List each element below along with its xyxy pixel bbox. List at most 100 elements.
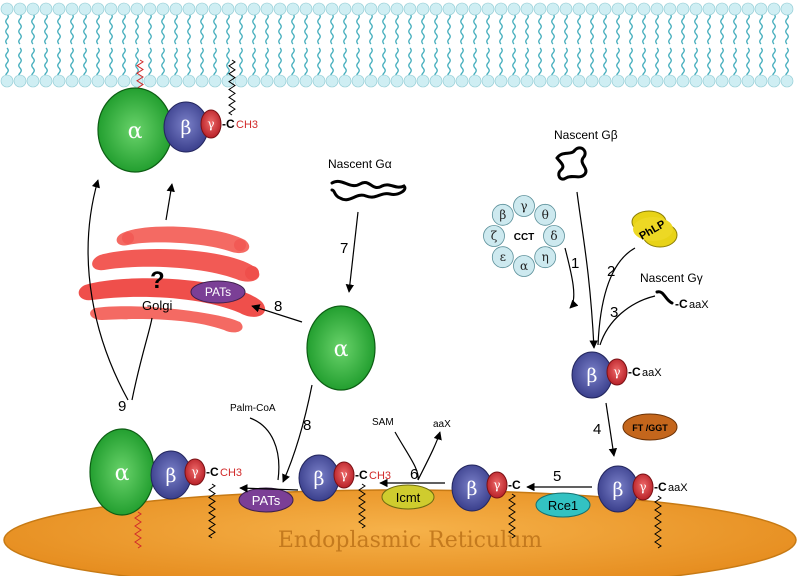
methylated-c: -C <box>355 468 368 482</box>
aax-released-label: aaX <box>433 419 451 430</box>
arrow-golgi-to-membrane <box>165 183 175 221</box>
arrow-step-9-left <box>87 179 129 401</box>
er-cch3-c: -C <box>206 465 219 479</box>
arrows <box>87 179 656 493</box>
nascent-ggamma-c: -C <box>675 297 688 311</box>
methylated-ggamma <box>333 461 355 489</box>
cct-subunit-label: β <box>499 208 506 222</box>
rce1-label: Rce1 <box>548 498 578 513</box>
cct-subunit-label: α <box>520 259 528 273</box>
prenylated-ggamma <box>632 473 654 501</box>
step-number-6: 6 <box>410 466 418 483</box>
cct-subunit-circle <box>534 203 557 226</box>
er-pats-label: PATs <box>252 493 281 508</box>
golgi-question-mark: ? <box>150 267 165 294</box>
methylated-ggamma-symbol: γ <box>340 468 347 482</box>
rce1-enzyme <box>535 492 591 518</box>
free-galpha-subunit <box>306 305 376 391</box>
cct-label: CCT <box>514 232 535 243</box>
ft-ggt-label: FT /GGT <box>632 423 668 433</box>
step-number-3: 3 <box>610 304 618 321</box>
golgi <box>78 226 266 333</box>
cytosolic-ggamma-symbol: γ <box>613 365 620 379</box>
er-pats-enzyme <box>238 487 294 513</box>
arrow-step-2 <box>597 247 636 346</box>
icmt-label: Icmt <box>396 490 421 505</box>
cct-subunit-circle <box>483 225 505 247</box>
er-galpha-symbol: α <box>115 461 130 486</box>
nascent-gbeta-chain <box>555 146 588 181</box>
er-gbeta-symbol: β <box>166 465 177 487</box>
er-cch3-ch3: CH3 <box>220 467 242 479</box>
arrow-pats-to-trimer <box>239 484 299 493</box>
galpha-symbol: α <box>128 119 143 144</box>
nascent-gbeta-label: Nascent Gβ <box>554 128 618 142</box>
er-ggamma-subunit <box>184 458 206 486</box>
prenylated-ggamma-symbol: γ <box>639 480 646 494</box>
nascent-galpha-chain <box>330 179 407 202</box>
arrow-step-3 <box>599 295 656 346</box>
cct-subunit-label: ζ <box>491 229 498 243</box>
arrow-palm-coa <box>249 417 280 481</box>
er-label: Endoplasmic Reticulum <box>278 528 542 553</box>
cct-subunit-label: ε <box>500 250 506 264</box>
cct-subunit-circle <box>491 203 514 226</box>
methylated-ch3: CH3 <box>369 470 391 482</box>
arrow-step-1-cct <box>564 247 579 309</box>
ft-ggt-enzyme <box>622 413 678 441</box>
nascent-ggamma-chain <box>655 290 674 305</box>
step-number-9: 9 <box>118 398 126 415</box>
cch3-ch3: CH3 <box>236 119 258 131</box>
ggamma-symbol: γ <box>207 117 214 131</box>
step-number-4: 4 <box>593 421 601 438</box>
cleaved-gbeta-symbol: β <box>467 478 478 500</box>
step-number-1: 1 <box>571 255 579 272</box>
arrow-step-9-right <box>131 317 153 401</box>
cch3-c: -C <box>222 117 235 131</box>
cytosolic-gbeta-symbol: β <box>587 365 598 387</box>
cct-subunit-label: η <box>542 250 549 264</box>
methylated-gbeta-symbol: β <box>314 468 325 490</box>
palm-coa-label: Palm-CoA <box>230 403 276 414</box>
cleaved-c: -C <box>508 478 521 492</box>
arrow-step-4 <box>605 402 618 457</box>
free-galpha-symbol: α <box>334 337 349 362</box>
arrow-step-8-er <box>282 384 313 483</box>
cct-subunit-label: θ <box>542 208 549 222</box>
arrow-step-8-golgi <box>251 304 303 323</box>
cytosolic-aax: aaX <box>642 367 662 379</box>
step-number-8-golgi: 8 <box>274 298 282 315</box>
nascent-ggamma-aax: aaX <box>689 299 709 311</box>
arrow-sam-curve <box>394 431 419 481</box>
cct-subunit-label: γ <box>520 199 527 213</box>
cct-subunit-label: δ <box>550 229 557 243</box>
icmt-enzyme <box>381 484 435 510</box>
cct-subunit-circle <box>513 255 535 277</box>
step-number-8-er: 8 <box>303 417 311 434</box>
gbeta-symbol: β <box>181 117 192 139</box>
lipid-anchors <box>134 59 662 549</box>
cytosolic-ggamma <box>606 358 628 386</box>
cct-subunit-circle <box>513 195 535 217</box>
prenylated-aax: aaX <box>668 482 688 494</box>
step-number-7: 7 <box>340 240 348 257</box>
er-ggamma-symbol: γ <box>191 465 198 479</box>
cct-subunit-circle <box>491 246 514 269</box>
prenylated-gbeta-symbol: β <box>613 479 624 501</box>
cct-subunit-circle <box>534 246 557 269</box>
sam-label: SAM <box>372 417 394 428</box>
er-heterotrimer: α β γ -C CH3 <box>89 428 242 516</box>
arrow-step-1 <box>576 191 598 349</box>
cct-subunit-circle <box>543 225 565 247</box>
cytosolic-c: -C <box>628 365 641 379</box>
membrane-heterotrimer: α β γ -C CH3 <box>97 87 258 173</box>
nascent-ggamma-label: Nascent Gγ <box>640 271 703 285</box>
step-number-5: 5 <box>553 468 561 485</box>
arrow-aax-release <box>417 431 442 481</box>
golgi-pats-enzyme <box>190 280 246 304</box>
cleaved-ggamma <box>486 471 508 499</box>
phlp-protein <box>631 210 678 248</box>
cleaved-ggamma-symbol: γ <box>493 478 500 492</box>
